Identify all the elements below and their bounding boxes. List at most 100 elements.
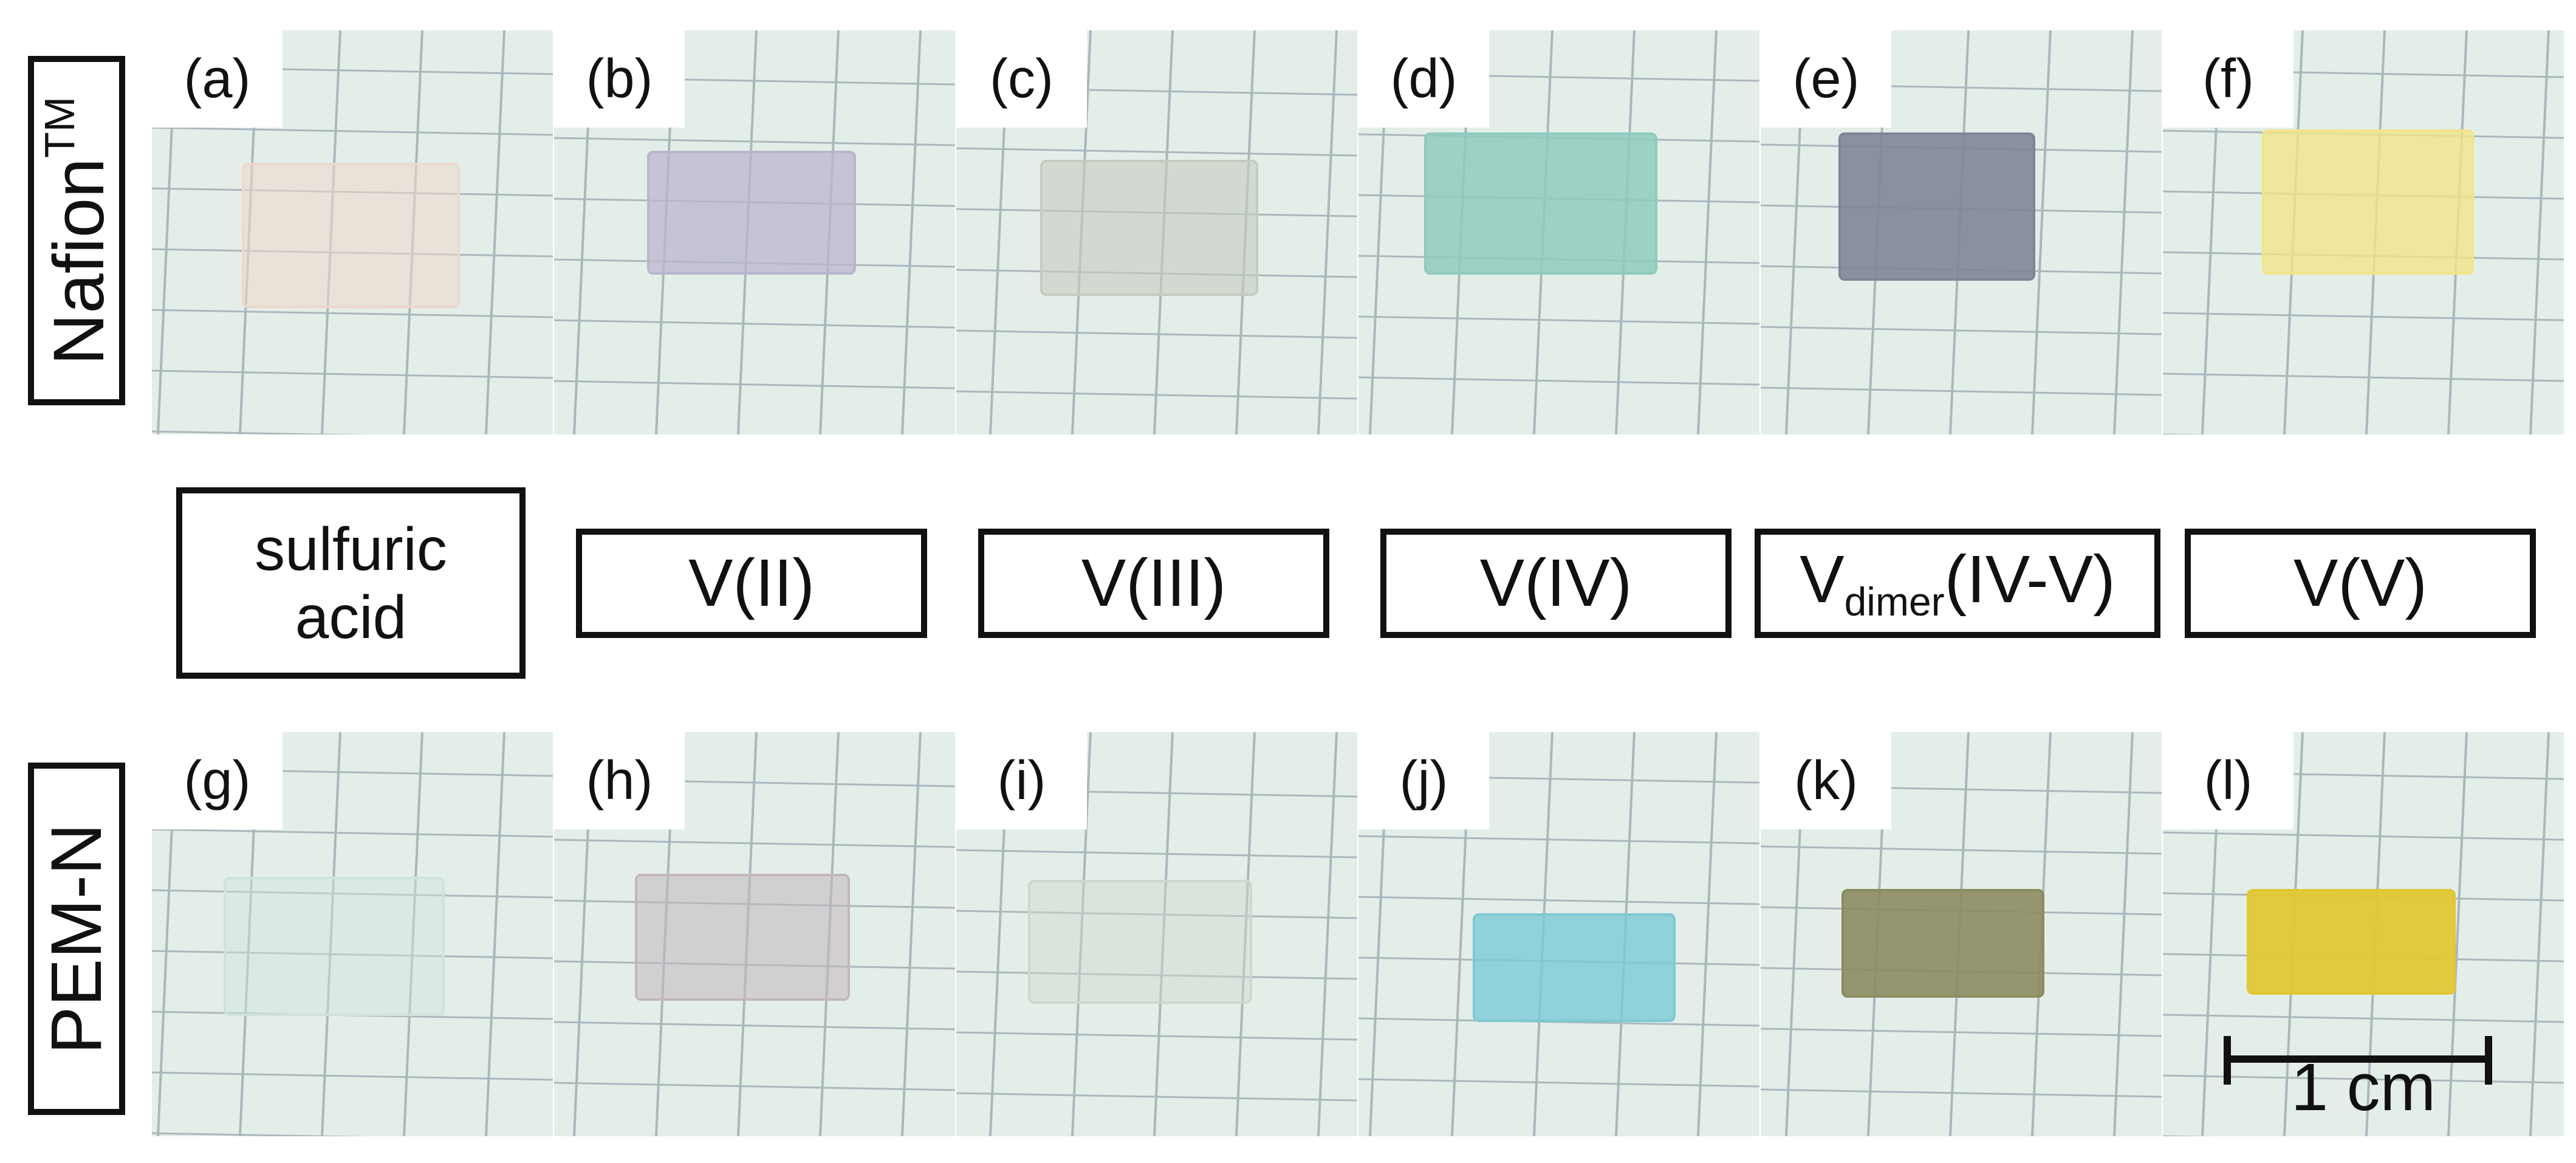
panel-tag: (h): [554, 732, 685, 829]
membrane-film: [1424, 132, 1657, 275]
photo-panel-h: (h): [554, 732, 955, 1136]
grid-line-horizontal: [956, 147, 1357, 157]
photo-panel-b: (b): [554, 30, 955, 434]
panel-tag: (l): [2163, 732, 2293, 829]
trademark-sup: TM: [36, 96, 83, 158]
grid-line-horizontal: [2163, 312, 2564, 321]
row-label-pem-n-text: PEM-N: [36, 823, 117, 1055]
grid-line-horizontal: [2163, 372, 2564, 382]
panel-tag: (g): [152, 732, 283, 829]
species-box-vdimer: Vdimer(IV-V): [1755, 529, 2160, 638]
grid-line-horizontal: [1761, 1027, 2162, 1037]
graph-paper: [956, 732, 1357, 1136]
panel-tag: (k): [1761, 732, 1891, 829]
grid-line-horizontal: [1761, 1088, 2162, 1098]
species-rest: (IV-V): [1944, 542, 2115, 617]
panel-tag: (b): [554, 30, 685, 128]
photo-panel-e: (e): [1761, 30, 2162, 434]
nafion-text: Nafion: [39, 157, 119, 365]
grid-line-vertical: [321, 732, 341, 1136]
scale-bar-line: [2224, 1055, 2492, 1063]
panel-tag: (f): [2163, 30, 2293, 128]
grid-line-vertical: [485, 30, 505, 434]
panel-tag: (a): [152, 30, 283, 128]
scale-bar: [2224, 1036, 2492, 1085]
grid-line-horizontal: [554, 1021, 955, 1031]
grid-line-horizontal: [152, 309, 553, 318]
grid-line-horizontal: [956, 1092, 1357, 1102]
grid-line-horizontal: [554, 137, 955, 146]
grid-line-horizontal: [2163, 1014, 2564, 1023]
photo-panel-i: (i): [956, 732, 1357, 1136]
species-label: Vdimer(IV-V): [1800, 542, 2115, 625]
grid-line-horizontal: [956, 910, 1357, 919]
species-label: V(V): [2293, 546, 2427, 621]
grid-line-vertical: [901, 30, 922, 434]
species-box-v4: V(IV): [1380, 529, 1732, 638]
membrane-film: [1841, 889, 2044, 998]
species-box-v3: V(III): [978, 529, 1329, 638]
grid-line-horizontal: [554, 839, 955, 848]
grid-line-vertical: [901, 732, 922, 1136]
panel-tag: (d): [1358, 30, 1489, 128]
grid-line-horizontal: [1761, 326, 2162, 335]
membrane-film: [2247, 889, 2456, 995]
photo-panel-a: (a): [152, 30, 553, 434]
species-label: V(II): [688, 546, 815, 621]
grid-line-vertical: [2113, 732, 2134, 1136]
grid-line-vertical: [2529, 30, 2550, 434]
grid-line-vertical: [1697, 732, 1718, 1136]
photo-panel-k: (k): [1761, 732, 2162, 1136]
membrane-film: [635, 874, 850, 1001]
membrane-film: [1040, 160, 1258, 296]
grid-line-horizontal: [1761, 386, 2162, 396]
grid-line-horizontal: [1358, 835, 1759, 845]
membrane-film: [1473, 913, 1676, 1022]
grid-line-horizontal: [2163, 831, 2564, 841]
grid-line-vertical: [1317, 30, 1338, 434]
grid-line-vertical: [2113, 30, 2134, 434]
grid-line-horizontal: [152, 950, 553, 959]
graph-paper: [152, 732, 553, 1136]
graph-paper: [152, 30, 553, 434]
grid-line-vertical: [2031, 30, 2052, 434]
grid-line-vertical: [1235, 732, 1256, 1136]
row-label-pem-n: PEM-N: [28, 763, 125, 1115]
species-box-v2: V(II): [576, 529, 927, 638]
species-label: V(IV): [1479, 546, 1632, 621]
membrane-film: [242, 163, 460, 308]
panel-tag: (j): [1358, 732, 1489, 829]
row-label-nafion-text: NafionTM: [36, 96, 119, 365]
grid-line-horizontal: [152, 828, 553, 838]
grid-line-vertical: [1697, 30, 1718, 434]
grid-line-horizontal: [1358, 376, 1759, 386]
photo-panel-f: (f): [2163, 30, 2564, 434]
grid-line-horizontal: [554, 319, 955, 329]
grid-line-vertical: [1317, 732, 1338, 1136]
grid-line-horizontal: [956, 1031, 1357, 1041]
grid-line-horizontal: [1358, 896, 1759, 905]
species-sub: dimer: [1844, 579, 1945, 625]
membrane-film: [1838, 132, 2035, 281]
species-base: V: [1800, 542, 1845, 617]
row-label-nafion: NafionTM: [28, 56, 125, 405]
grid-line-vertical: [403, 732, 423, 1136]
grid-line-horizontal: [554, 380, 955, 389]
grid-line-horizontal: [1761, 845, 2162, 855]
grid-line-horizontal: [1358, 315, 1759, 325]
scale-bar-cap-right: [2485, 1036, 2492, 1085]
scale-bar-cap-left: [2224, 1036, 2231, 1085]
species-line2: acid: [295, 583, 407, 651]
membrane-film: [647, 151, 856, 275]
scale-bar-label: 1 cm: [2290, 1050, 2436, 1125]
grid-line-vertical: [2529, 732, 2550, 1136]
grid-line-horizontal: [956, 329, 1357, 339]
panel-tag: (e): [1761, 30, 1891, 128]
species-label: V(III): [1081, 546, 1227, 621]
membrane-film: [1028, 880, 1252, 1004]
grid-line-vertical: [2447, 732, 2468, 1136]
grid-line-horizontal: [152, 889, 553, 899]
species-line1: sulfuric: [255, 515, 447, 583]
